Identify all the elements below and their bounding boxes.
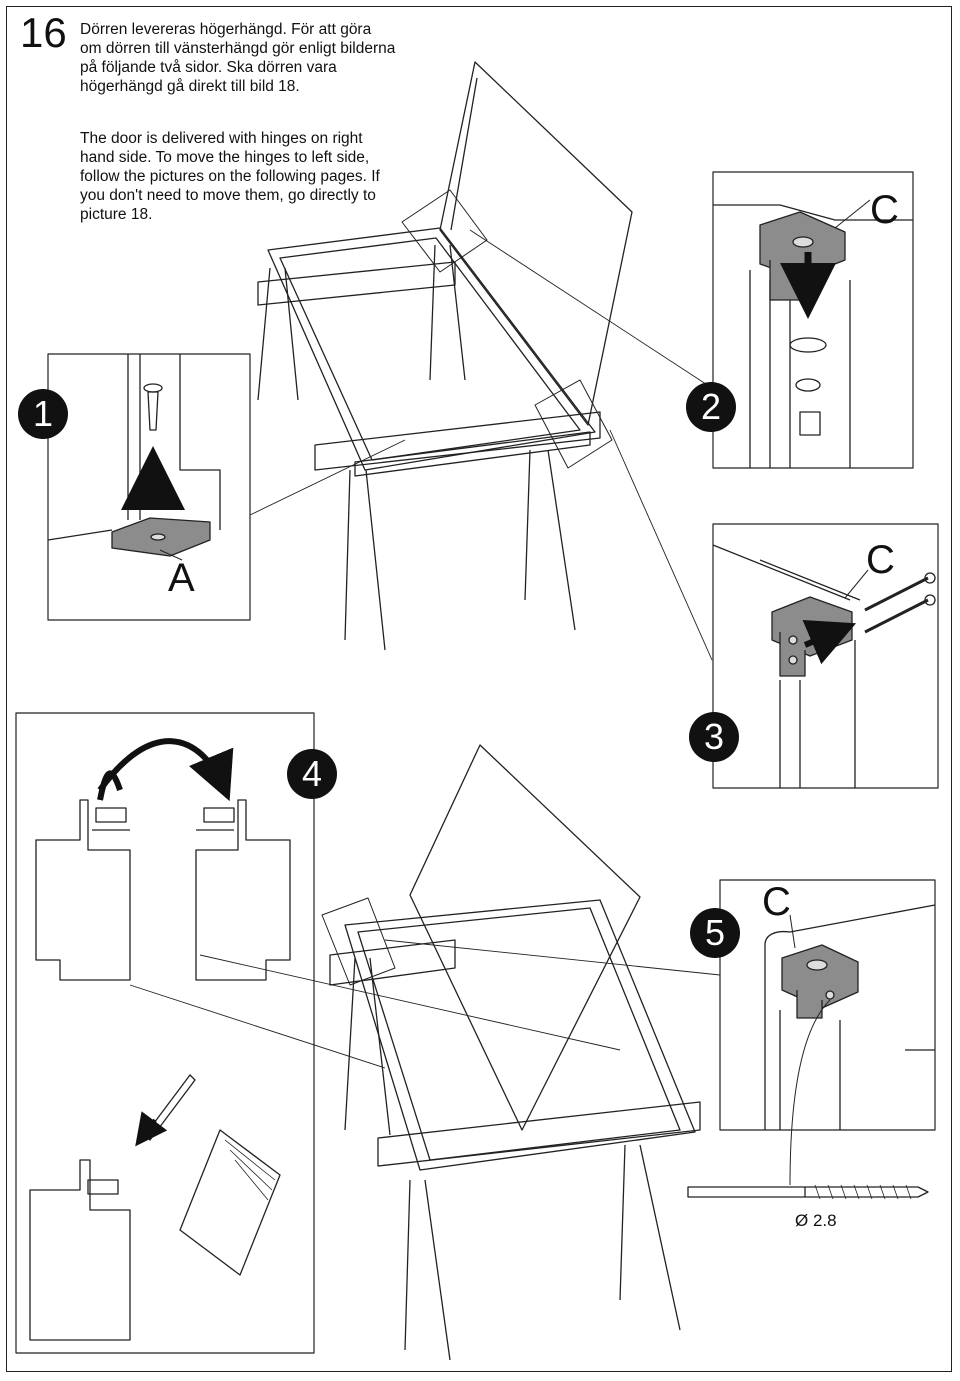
step-badge-1: 1 <box>18 389 68 439</box>
step-badge-2: 2 <box>686 382 736 432</box>
detail-2-box <box>712 171 914 469</box>
screw-diameter-label: Ø 2.8 <box>795 1211 837 1230</box>
detail-1-box <box>47 353 251 621</box>
page-frame <box>6 6 952 1372</box>
upper-frame-on-trestles <box>249 61 713 661</box>
lower-frame-on-trestles <box>321 744 721 1361</box>
step-badge-4: 4 <box>287 749 337 799</box>
instructions-swedish: Dörren levereras högerhängd. För att gör… <box>80 21 396 95</box>
instructions-english: The door is delivered with hinges on rig… <box>80 130 380 223</box>
part-label-c-detail-5: C <box>762 880 791 924</box>
part-label-a: A <box>168 556 195 600</box>
step-badge-5: 5 <box>690 908 740 958</box>
step-badge-3: 3 <box>689 712 739 762</box>
part-label-c-detail-3: C <box>866 538 895 582</box>
detail-4-box <box>15 712 621 1354</box>
step-number: 16 <box>20 9 67 56</box>
detail-5-box <box>687 879 936 1200</box>
detail-3-box <box>712 523 939 789</box>
part-label-c-detail-2: C <box>870 188 899 232</box>
